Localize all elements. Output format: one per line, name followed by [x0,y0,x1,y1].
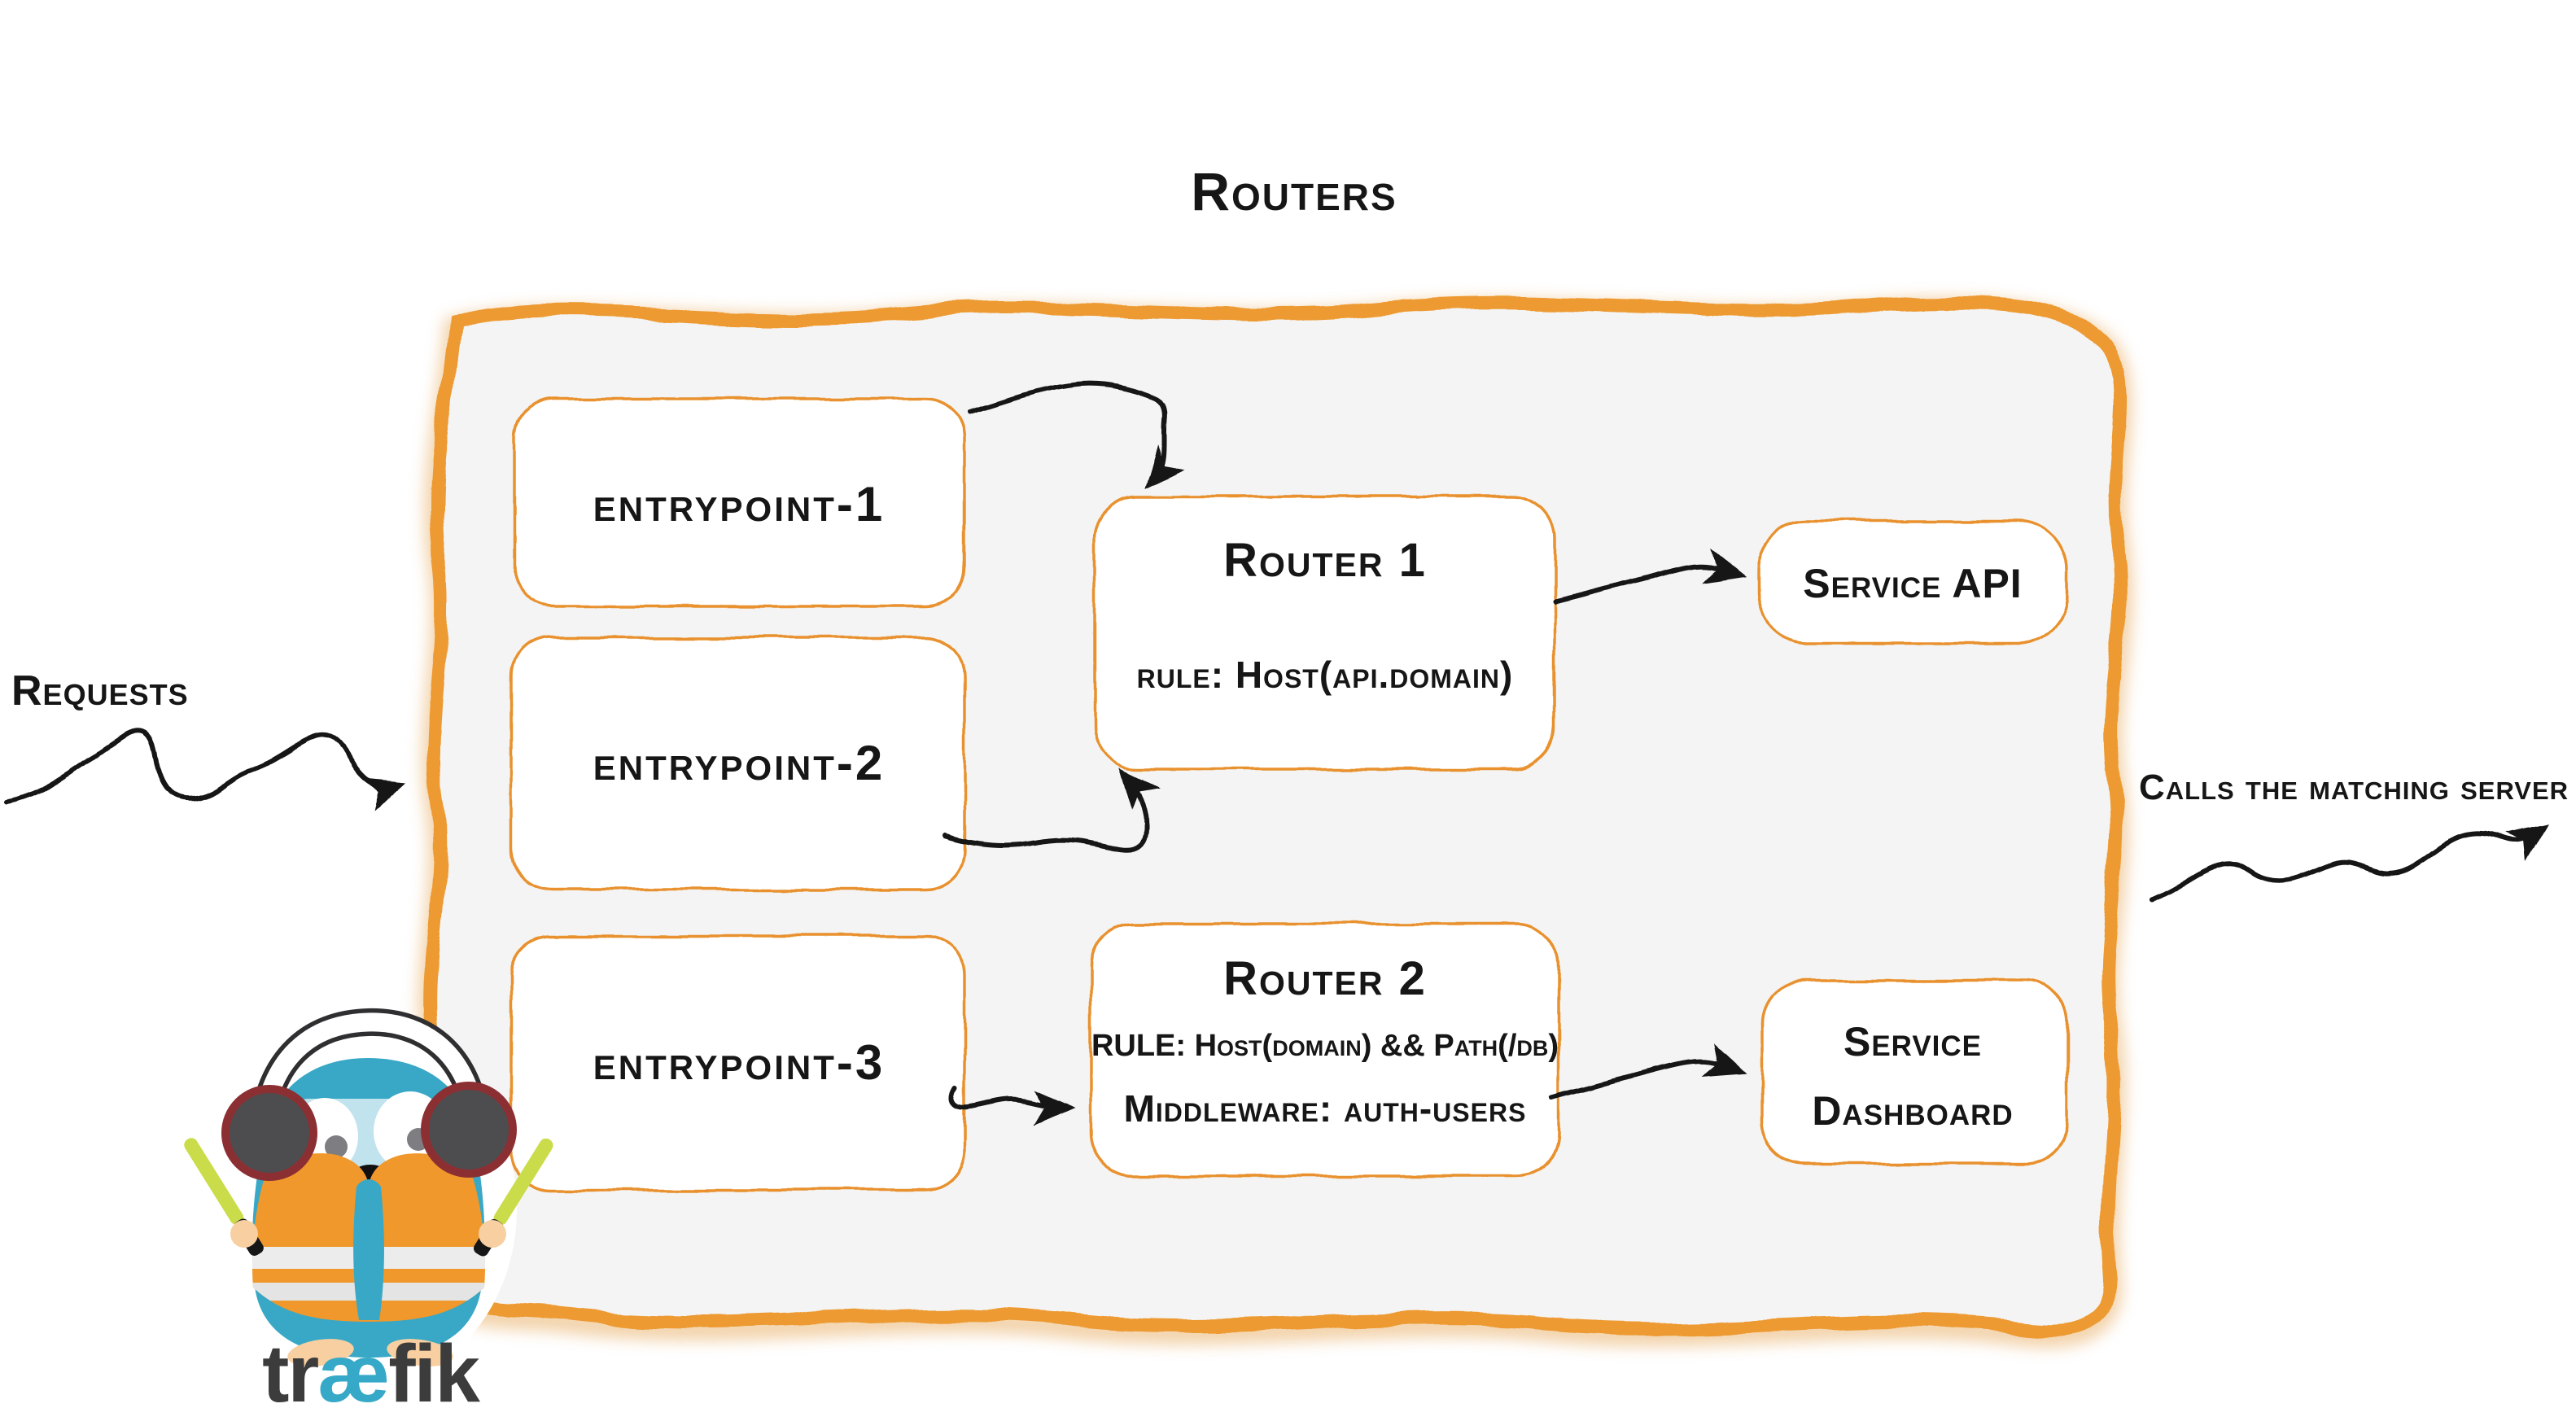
gopher-foot-left [287,1339,354,1366]
arrow-entrypoint3-router2 [950,1085,1074,1126]
arrow-entrypoint2-router1 [942,767,1160,853]
headphone-cup-left [221,1085,317,1181]
headphone-cup-right [421,1082,517,1178]
service-dashboard-label-line1: Service [1843,1019,1982,1065]
router-1-title: Router 1 [1223,534,1427,587]
gopher-hand-left [230,1220,258,1248]
arrow-requests [4,728,407,812]
flow-arrows [4,381,2549,1126]
headphone-band [252,1012,487,1143]
diagram-title: Routers [1191,161,1397,221]
arrow-calls-server [2150,823,2549,903]
calls-server-label: Calls the matching server [2139,767,2569,807]
vest-chest-gap [353,1179,384,1320]
arrow-router2-servicedashboard [1548,1043,1747,1100]
entrypoint-2-label: entrypoint-2 [593,736,885,790]
traefik-wordmark: træfik [262,1328,480,1408]
gopher-foot-right [387,1339,453,1366]
router-2-rule: RULE: Host(domain) && Path(/db) [1091,1029,1559,1063]
arrow-entrypoint1-router1 [968,381,1186,489]
wordmark-tr: tr [262,1328,318,1408]
entrypoint-3-box [510,934,966,1192]
arrow-router1-serviceapi [1552,548,1747,605]
entrypoint-1-label: entrypoint-1 [593,477,885,531]
service-dashboard-label-line2: Dashboard [1812,1088,2013,1134]
router-1-rule: rule: Host(api.domain) [1137,654,1514,696]
service-dashboard-box [1760,979,2069,1165]
service-nodes [1756,519,2069,1165]
gopher-hand-right [479,1220,506,1248]
router-2-title: Router 2 [1223,952,1427,1005]
wordmark-fik: fik [388,1328,480,1408]
router-nodes [1089,495,1560,1178]
traefik-mascot: træfik [184,1008,553,1408]
wordmark-ae: æ [317,1328,388,1408]
service-api-label: Service API [1803,561,2022,606]
service-api-box [1756,519,2069,645]
gopher-pupil-left [325,1135,348,1158]
entrypoint-1-box [513,397,966,608]
requests-label: Requests [11,667,189,715]
entrypoint-3-label: entrypoint-3 [593,1035,885,1090]
router-1-box [1093,495,1556,771]
entrypoint-2-box [510,636,966,891]
entrypoint-nodes [510,397,966,1192]
router-2-box [1089,922,1560,1178]
router-2-middleware: Middleware: auth-users [1124,1087,1527,1130]
